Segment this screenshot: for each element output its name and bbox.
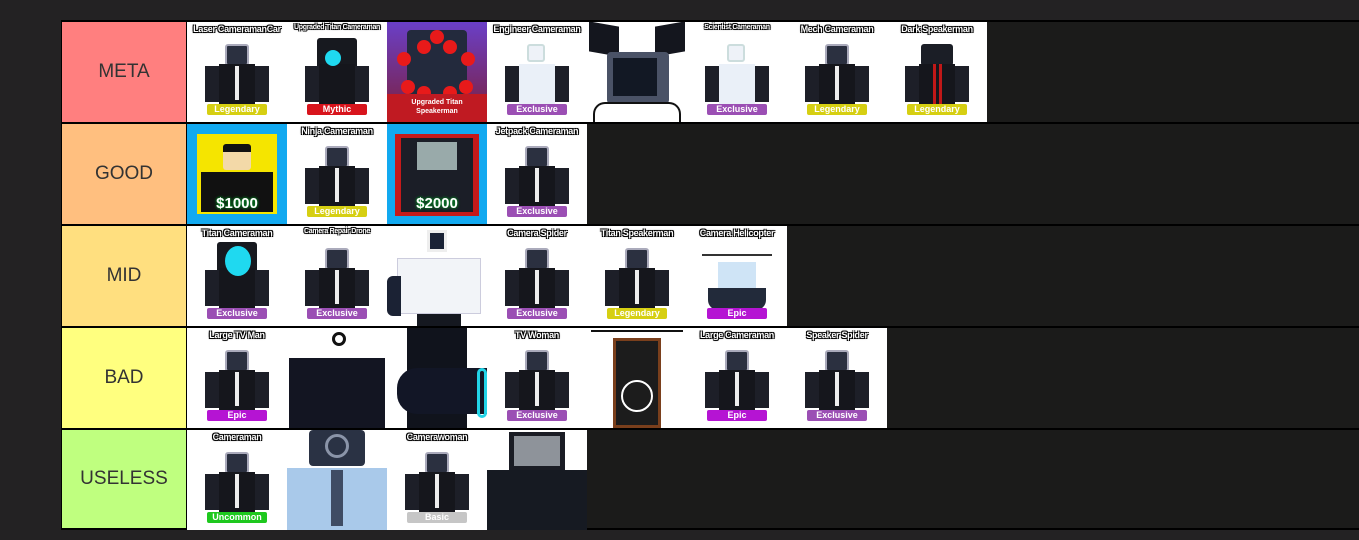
rarity-badge: Legendary	[807, 104, 867, 115]
rarity-badge: Exclusive	[307, 308, 367, 319]
tier-item-tv-suit[interactable]	[487, 430, 587, 530]
tier-label[interactable]: MID	[61, 226, 187, 326]
item-name: Large TV Man	[209, 330, 265, 340]
item-name: Mech Cameraman	[800, 24, 874, 34]
item-name: Large Cameraman	[699, 330, 775, 340]
rarity-badge: Basic	[407, 512, 467, 523]
tier-item-upgraded-titan-speakerman[interactable]: Upgraded Titan Speakerman	[387, 22, 487, 122]
price-label: $1000	[216, 195, 258, 212]
rarity-badge: Exclusive	[707, 104, 767, 115]
rarity-badge: Epic	[207, 410, 267, 421]
tier-item-tv-spider[interactable]	[587, 22, 687, 122]
item-name: Dark Speakerman	[901, 24, 973, 34]
tier-item-cam-closeup[interactable]	[387, 328, 487, 428]
rarity-badge: Exclusive	[507, 206, 567, 217]
rarity-badge: Exclusive	[207, 308, 267, 319]
tier-label[interactable]: BAD	[61, 328, 187, 428]
rarity-badge: Uncommon	[207, 512, 267, 523]
item-name: Camera Spider	[507, 228, 567, 238]
item-name: Camerawoman	[406, 432, 468, 442]
item-name: Cameraman	[212, 432, 262, 442]
tier-label[interactable]: GOOD	[61, 124, 187, 224]
item-name: Ninja Cameraman	[301, 126, 373, 136]
rarity-badge: Epic	[707, 308, 767, 319]
item-name: Camera Repair Drone	[304, 228, 370, 235]
tier-item-tv-2000[interactable]: $2000	[387, 124, 487, 224]
item-name: Camera Helicopter	[699, 228, 775, 238]
item-name: Speaker Spider	[806, 330, 868, 340]
item-name: Titan Speakerman	[600, 228, 674, 238]
rarity-badge: Exclusive	[507, 410, 567, 421]
tier-item-speaker-blue[interactable]	[287, 430, 387, 530]
tier-item-agent-1000[interactable]: $1000	[187, 124, 287, 224]
rarity-badge: Epic	[707, 410, 767, 421]
rarity-badge: Legendary	[607, 308, 667, 319]
tier-label[interactable]: META	[61, 22, 187, 122]
rarity-badge: Legendary	[207, 104, 267, 115]
price-label: $2000	[416, 195, 458, 212]
banner-label: Upgraded Titan Speakerman	[411, 99, 463, 115]
tier-label[interactable]: USELESS	[61, 430, 187, 528]
tier-item-speaker-box[interactable]	[587, 328, 687, 428]
rarity-badge: Legendary	[907, 104, 967, 115]
rarity-badge: Exclusive	[807, 410, 867, 421]
item-name: TV Woman	[515, 330, 559, 340]
item-name: Scientist Cameraman	[704, 24, 770, 31]
rarity-badge: Mythic	[307, 104, 367, 115]
rarity-badge: Exclusive	[507, 104, 567, 115]
tier-item-scientist-large[interactable]	[387, 226, 487, 326]
item-name: Engineer Cameraman	[493, 24, 581, 34]
item-name: Laser CameramanCar	[193, 24, 281, 34]
item-name: Titan Cameraman	[201, 228, 273, 238]
tier-item-speaker-suit[interactable]	[287, 328, 387, 428]
item-name: Jetpack Cameraman	[495, 126, 579, 136]
item-name: Upgraded Titan Cameraman	[293, 24, 381, 31]
rarity-badge: Legendary	[307, 206, 367, 217]
rarity-badge: Exclusive	[507, 308, 567, 319]
